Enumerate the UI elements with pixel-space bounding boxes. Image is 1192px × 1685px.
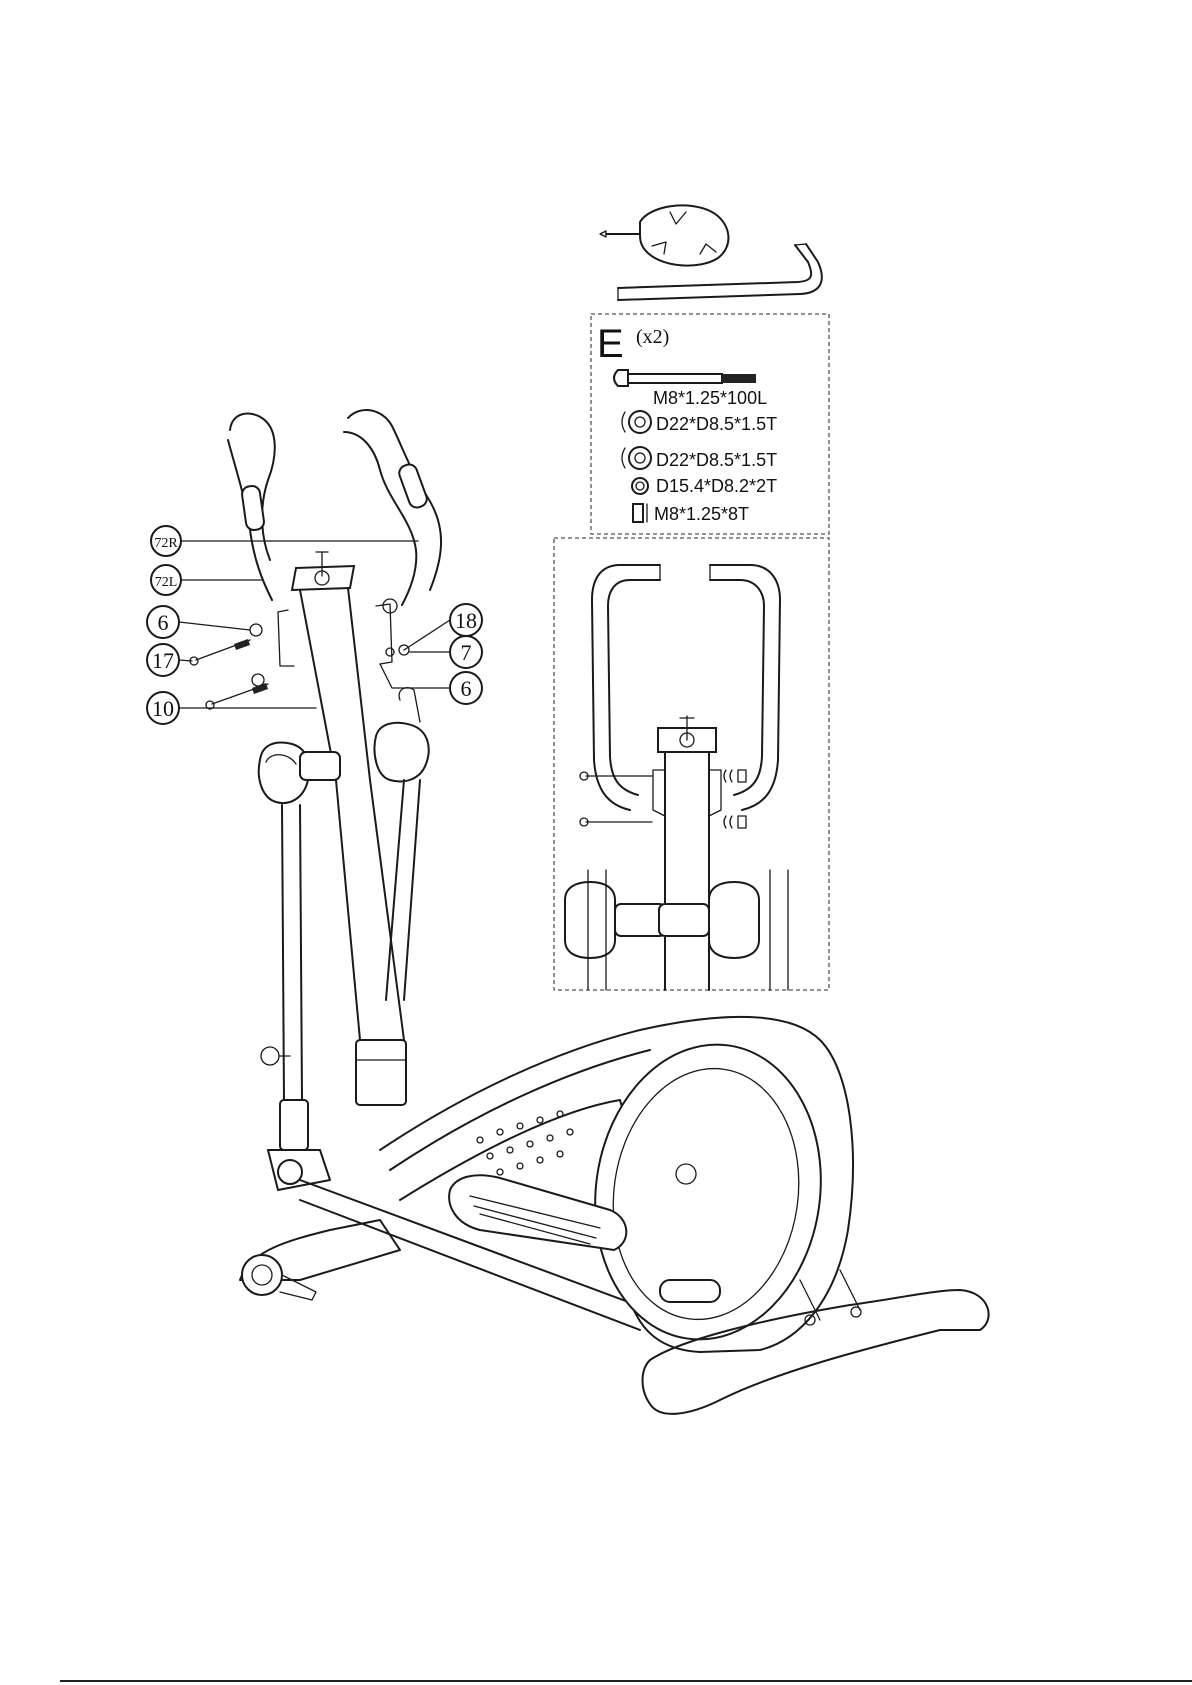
washer-icon xyxy=(622,411,651,433)
bolt-icon xyxy=(614,370,756,386)
callout-17: 17 xyxy=(147,644,192,676)
svg-text:6: 6 xyxy=(461,676,472,701)
svg-text:17: 17 xyxy=(152,648,174,673)
svg-text:10: 10 xyxy=(152,696,174,721)
washer-icon xyxy=(622,447,651,469)
svg-text:7: 7 xyxy=(461,640,472,665)
detail-view-box xyxy=(554,538,829,990)
hardware-item-1: M8*1.25*100L xyxy=(653,388,767,408)
screwdriver-wrench-icon xyxy=(600,205,728,265)
callout-72R: 72R xyxy=(151,526,418,556)
callout-6-right: 6 xyxy=(380,664,482,704)
hardware-item-5: M8*1.25*8T xyxy=(654,504,749,524)
svg-text:6: 6 xyxy=(158,610,169,635)
svg-text:18: 18 xyxy=(455,608,477,633)
page-bottom-rule xyxy=(60,1680,1192,1682)
vent-dots xyxy=(477,1111,573,1175)
nut-icon xyxy=(633,504,647,522)
spring-washer-icon xyxy=(632,478,648,494)
callout-6-left: 6 xyxy=(147,606,250,638)
callout-7: 7 xyxy=(410,636,482,668)
hardware-pack-letter: E xyxy=(597,322,624,366)
hardware-item-2: D22*D8.5*1.5T xyxy=(656,414,777,434)
hardware-item-4: D15.4*D8.2*2T xyxy=(656,476,777,496)
svg-text:72R: 72R xyxy=(154,536,178,551)
svg-text:72L: 72L xyxy=(155,575,178,590)
hardware-pack-quantity: (x2) xyxy=(636,326,669,348)
hardware-pack-box: E (x2) M8*1.25*100L D22*D8.5*1.5T D22*D8… xyxy=(591,314,829,534)
hardware-item-3: D22*D8.5*1.5T xyxy=(656,450,777,470)
callout-72L: 72L xyxy=(151,565,262,595)
